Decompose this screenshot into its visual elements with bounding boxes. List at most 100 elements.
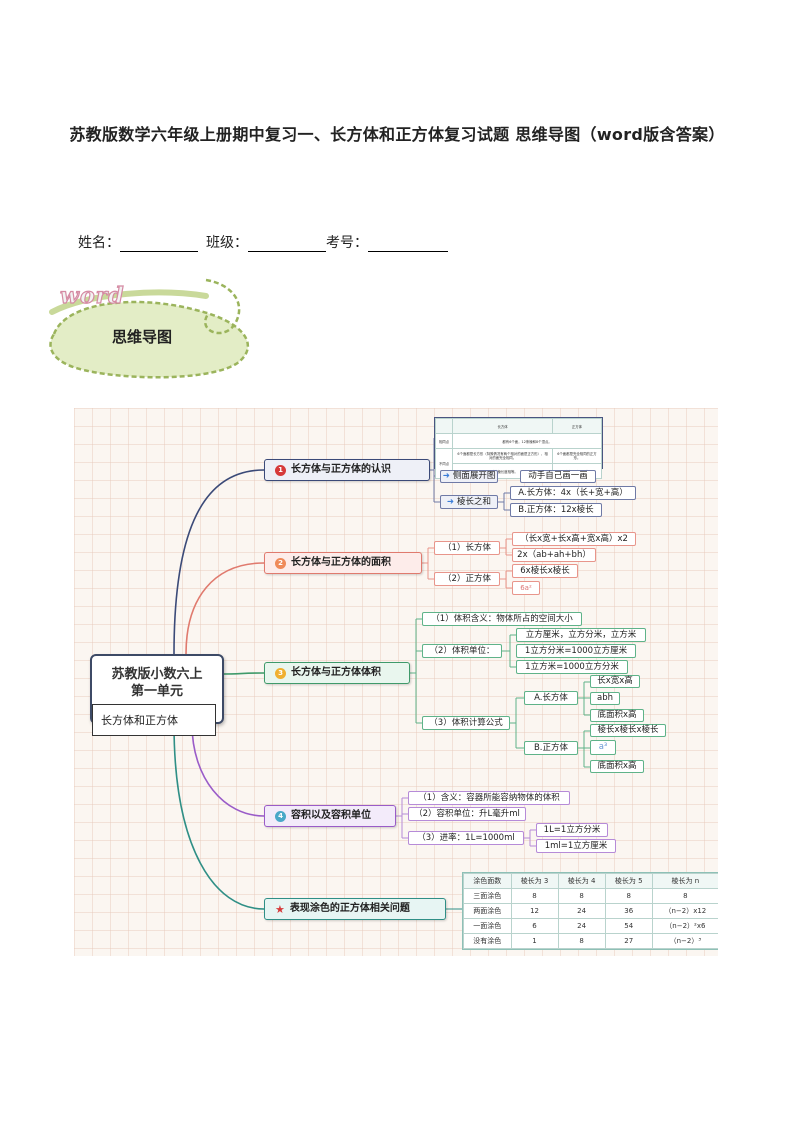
branch-painted-cube[interactable]: ★ 表现涂色的正方体相关问题 xyxy=(264,898,446,920)
volume-cuboid-formula-3: 底面积x高 xyxy=(590,709,644,722)
table-cell: 8 xyxy=(510,888,559,904)
capacity-rate-node[interactable]: （3）进率：1L=1000ml xyxy=(408,831,524,845)
volume-unit-rate-1: 1立方分米=1000立方厘米 xyxy=(516,644,636,658)
table-cell: 6 xyxy=(510,918,559,934)
mindmap: 苏教版小数六上 第一单元 长方体和正方体 1 长方体与正方体的认识 长方体 正方… xyxy=(74,408,718,956)
unfold-label: 侧面展开图 xyxy=(452,471,496,482)
branch-label: 长方体与正方体体积 xyxy=(291,667,381,678)
branch-number-badge: 1 xyxy=(275,464,286,476)
table-cell: 一面涂色 xyxy=(463,918,512,934)
branch-label: 表现涂色的正方体相关问题 xyxy=(289,903,410,914)
volume-unit-node[interactable]: （2）体积单位： xyxy=(422,644,502,658)
area-cuboid-node[interactable]: （1）长方体 xyxy=(434,541,500,555)
table-header-cell: 涂色面数 xyxy=(463,873,512,889)
volume-cuboid-node[interactable]: A.长方体 xyxy=(524,691,578,705)
comparison-cell: 都有6个面，12条棱和8个顶点。 xyxy=(452,433,602,449)
volume-unit-list: 立方厘米，立方分米，立方米 xyxy=(516,628,646,642)
comparison-table: 长方体 正方体 相同点 都有6个面，12条棱和8个顶点。 不同点 6个面都是长方… xyxy=(434,417,603,479)
table-row: 两面涂色 12 24 36 （n−2）x12 xyxy=(463,903,718,919)
table-cell: 8 xyxy=(557,888,606,904)
volume-meaning: （1）体积含义：物体所占的空间大小 xyxy=(422,612,582,626)
table-row: 没有涂色 1 8 27 （n−2）³ xyxy=(463,933,718,949)
table-cell: 没有涂色 xyxy=(463,933,512,949)
comparison-cell: 相同点 xyxy=(434,433,454,449)
volume-cuboid-formula-2: abh xyxy=(590,692,620,705)
capacity-rate-2: 1ml=1立方厘米 xyxy=(536,839,616,853)
root-subtitle: 长方体和正方体 xyxy=(92,704,216,736)
capacity-rate-1: 1L=1立方分米 xyxy=(536,823,608,837)
branch-recognition[interactable]: 1 长方体与正方体的认识 xyxy=(264,459,430,481)
comparison-cell: 6个面都是完全相同的正方形。 xyxy=(551,448,603,464)
table-header-cell: 棱长为 n xyxy=(651,873,718,889)
table-cell: 36 xyxy=(604,903,653,919)
mindmap-badge-decoration xyxy=(49,278,249,379)
table-cell: 24 xyxy=(557,918,606,934)
branch-number-badge: 4 xyxy=(275,810,286,822)
table-cell: 27 xyxy=(604,933,653,949)
branch-number-badge: 2 xyxy=(275,557,286,569)
volume-cube-formula-1: 棱长x棱长x棱长 xyxy=(590,724,666,737)
branch-area[interactable]: 2 长方体与正方体的面积 xyxy=(264,552,422,574)
arrow-right-icon: ➜ xyxy=(442,471,450,482)
branch-capacity[interactable]: 4 容积以及容积单位 xyxy=(264,805,396,827)
edge-sum-label: 棱长之和 xyxy=(457,496,492,507)
comparison-head-2: 正方体 xyxy=(551,418,603,434)
volume-cube-formula-3: 底面积x高 xyxy=(590,760,644,773)
table-cell: 8 xyxy=(604,888,653,904)
edge-sum-cube: B.正方体：12x棱长 xyxy=(510,503,602,517)
table-cell: 12 xyxy=(510,903,559,919)
table-cell: （n−2）²x6 xyxy=(651,918,718,934)
table-row: 涂色面数 棱长为 3 棱长为 4 棱长为 5 棱长为 n xyxy=(463,873,718,889)
class-blank[interactable] xyxy=(248,235,326,252)
name-blank[interactable] xyxy=(120,235,198,252)
table-cell: （n−2）³ xyxy=(651,933,718,949)
exam-number-blank[interactable] xyxy=(368,235,448,252)
table-cell: 三面涂色 xyxy=(463,888,512,904)
table-row: 三面涂色 8 8 8 8 xyxy=(463,888,718,904)
branch-label: 容积以及容积单位 xyxy=(291,810,371,821)
table-cell: 两面涂色 xyxy=(463,903,512,919)
table-header-cell: 棱长为 4 xyxy=(557,873,606,889)
table-row: 一面涂色 6 24 54 （n−2）²x6 xyxy=(463,918,718,934)
volume-unit-rate-2: 1立方米=1000立方分米 xyxy=(516,660,628,674)
star-icon: ★ xyxy=(275,902,285,916)
table-cell: 1 xyxy=(510,933,559,949)
unfold-note: 动手自己画一画 xyxy=(520,470,596,483)
comparison-cell: 6个面都是长方形（特殊情况有两个相对的面是正方形），相对的面完全相同。 xyxy=(452,448,553,464)
comparison-head-1: 长方体 xyxy=(452,418,553,434)
comparison-head-0 xyxy=(434,418,454,434)
badge-word-logo: word xyxy=(59,282,125,309)
area-cube-formula-2: 6a² xyxy=(512,581,540,595)
table-cell: 54 xyxy=(604,918,653,934)
table-header-cell: 棱长为 3 xyxy=(510,873,559,889)
volume-cuboid-formula-1: 长x宽x高 xyxy=(590,675,640,688)
edge-sum-node[interactable]: ➜ 棱长之和 xyxy=(440,495,498,509)
document-title: 苏教版数学六年级上册期中复习一、长方体和正方体复习试题 思维导图（word版含答… xyxy=(69,125,725,144)
mindmap-connectors xyxy=(173,437,590,910)
name-label: 姓名： xyxy=(78,235,120,251)
volume-cube-node[interactable]: B.正方体 xyxy=(524,741,578,755)
class-label: 班级： xyxy=(206,235,248,251)
root-line-2: 第一单元 xyxy=(130,684,183,699)
table-header-cell: 棱长为 5 xyxy=(604,873,653,889)
branch-label: 长方体与正方体的认识 xyxy=(291,464,391,475)
painted-cube-table-grid: 涂色面数 棱长为 3 棱长为 4 棱长为 5 棱长为 n 三面涂色 8 8 8 … xyxy=(463,873,718,949)
capacity-meaning: （1）含义：容器所能容纳物体的体积 xyxy=(408,791,570,805)
area-cube-formula-1: 6x棱长x棱长 xyxy=(512,564,578,578)
branch-volume[interactable]: 3 长方体与正方体体积 xyxy=(264,662,410,684)
edge-sum-cuboid: A.长方体：4x（长+宽+高） xyxy=(510,486,636,500)
painted-cube-table: 涂色面数 棱长为 3 棱长为 4 棱长为 5 棱长为 n 三面涂色 8 8 8 … xyxy=(462,872,718,950)
volume-formula-node[interactable]: （3）体积计算公式 xyxy=(422,716,510,730)
capacity-unit: （2）容积单位：升L毫升ml xyxy=(408,807,526,821)
area-cube-node[interactable]: （2）正方体 xyxy=(434,572,500,586)
branch-number-badge: 3 xyxy=(275,667,286,679)
table-cell: 24 xyxy=(557,903,606,919)
unfold-node[interactable]: ➜ 侧面展开图 xyxy=(440,470,498,483)
student-info-row: 姓名： 班级： 考号： xyxy=(78,232,456,252)
root-line-1: 苏教版小数六上 xyxy=(111,667,203,682)
volume-cube-formula-2: a³ xyxy=(590,740,616,755)
area-cuboid-formula-1: （长x宽+长x高+宽x高）x2 xyxy=(512,532,636,546)
badge-title: 思维导图 xyxy=(112,328,173,346)
table-cell: 8 xyxy=(557,933,606,949)
table-cell: 8 xyxy=(651,888,718,904)
